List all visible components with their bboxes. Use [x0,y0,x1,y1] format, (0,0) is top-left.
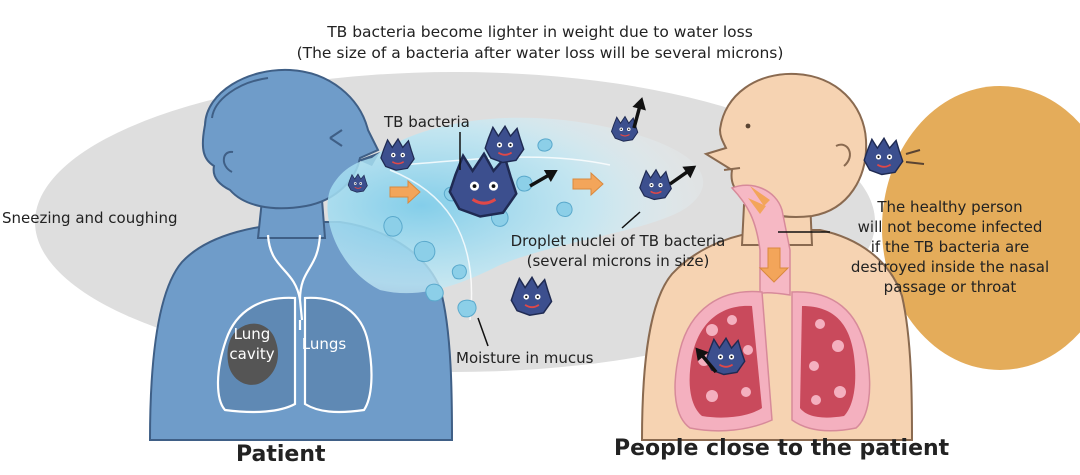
label-healthy-line-3: if the TB bacteria are [870,238,1030,256]
healthy-person-figure [640,72,914,441]
label-tb-bacteria: TB bacteria [384,113,470,131]
protected-zone-ellipse [882,86,1080,370]
caption-patient: Patient [236,442,326,467]
caption-people-close: People close to the patient [614,436,950,461]
label-sneezing: Sneezing and coughing [2,209,178,227]
label-healthy-line-5: passage or throat [883,278,1017,296]
label-lungs: Lungs [301,335,347,353]
lung-cavity-blob [227,323,278,385]
label-droplet-line-2: (several microns in size) [526,252,710,270]
header-line-2: (The size of a bacteria after water loss… [296,44,784,62]
header-line-1: TB bacteria become lighter in weight due… [327,23,753,41]
label-healthy-line-2: will not become infected [857,218,1043,236]
label-lung-cavity-line-2: cavity [229,345,275,363]
label-healthy-line-1: The healthy person [877,198,1023,216]
label-lung-cavity-line-1: Lung [233,325,271,343]
label-moisture: Moisture in mucus [456,349,594,367]
label-droplet-line-1: Droplet nuclei of TB bacteria [510,232,726,250]
patient-right-lung [303,296,373,414]
label-healthy-line-4: destroyed inside the nasal [850,258,1050,276]
